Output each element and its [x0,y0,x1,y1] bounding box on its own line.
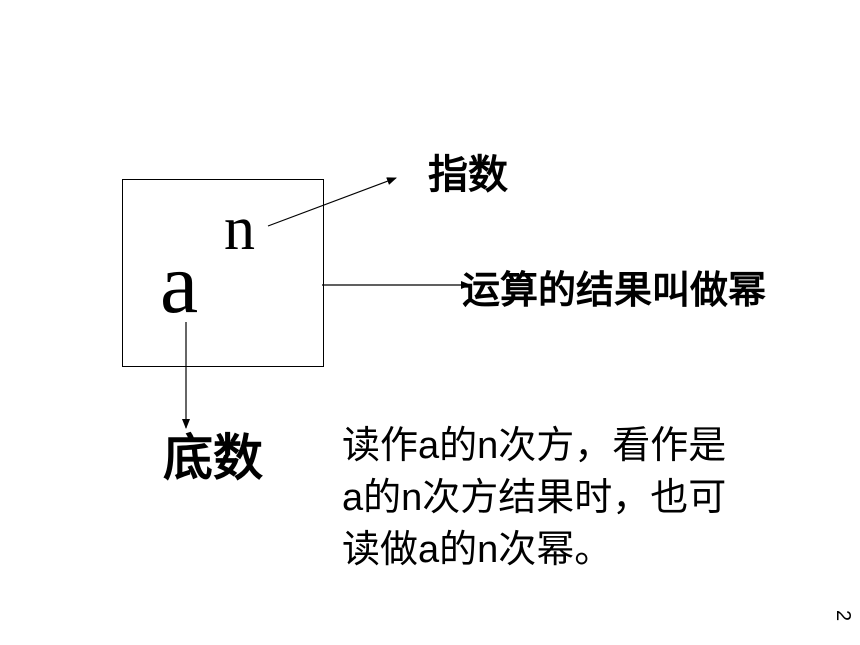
exponent-label: 指数 [428,152,508,198]
explanation-line-1: 读作a的n次方，看作是 [342,425,727,467]
explanation-text: 读作a的n次方，看作是 a的n次方结果时，也可 读做a的n次幂。 [342,420,832,576]
base-symbol: a [160,235,199,331]
exponent-arrow [267,177,397,227]
power-box [122,179,324,367]
result-label: 运算的结果叫做幂 [462,268,767,312]
base-label: 底数 [163,429,263,487]
explanation-line-3: 读做a的n次幂。 [342,529,613,571]
exponent-symbol: n [224,195,255,263]
explanation-line-2: a的n次方结果时，也可 [342,477,727,519]
slide-number: 2 [831,609,854,622]
